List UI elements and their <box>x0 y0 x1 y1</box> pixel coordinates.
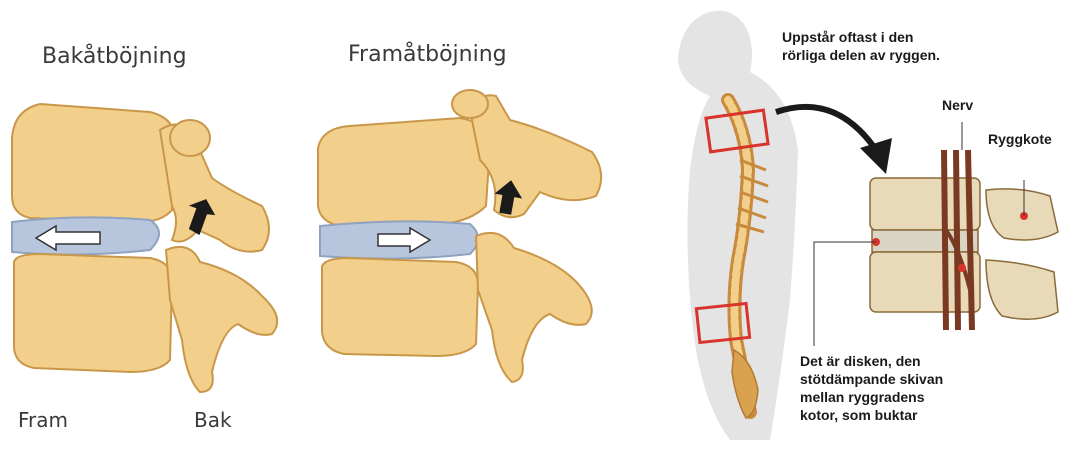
detail-disc <box>872 230 978 252</box>
flexion-extension-illustration: Bakåtböjning Framåtböjning Fram Bak <box>0 0 640 458</box>
segment-forward <box>318 90 601 382</box>
label-front: Fram <box>18 408 68 432</box>
upper-process <box>170 120 210 156</box>
caption-bottom-line3: mellan ryggradens <box>800 388 943 406</box>
vertebra-process-lower <box>986 260 1058 319</box>
upper-process <box>452 90 488 118</box>
label-vertebra: Ryggkote <box>988 130 1052 148</box>
caption-top-line2: rörliga delen av ryggen. <box>782 46 940 64</box>
title-forward-bending: Framåtböjning <box>348 42 507 67</box>
disc-herniation-illustration: Uppstår oftast i den rörliga delen av ry… <box>640 0 1066 458</box>
caption-bottom-line2: stötdämpande skivan <box>800 370 943 388</box>
upper-vertebra-body <box>318 118 490 226</box>
lower-facet <box>166 247 277 392</box>
caption-top: Uppstår oftast i den rörliga delen av ry… <box>782 28 940 64</box>
detail-upper-vertebra <box>870 178 980 230</box>
dot-nerve <box>958 264 966 272</box>
curved-arrow-head <box>860 138 892 174</box>
label-nerve: Nerv <box>942 96 973 114</box>
segment-backward <box>12 104 277 392</box>
upper-vertebra-body <box>12 104 175 222</box>
title-backward-bending: Bakåtböjning <box>42 44 187 69</box>
caption-bottom: Det är disken, den stötdämpande skivan m… <box>800 352 943 424</box>
upper-facet <box>470 95 601 217</box>
caption-bottom-line4: kotor, som buktar <box>800 406 943 424</box>
caption-top-line1: Uppstår oftast i den <box>782 28 940 46</box>
disc-detail <box>814 122 1058 346</box>
detail-lower-vertebra <box>870 252 980 312</box>
caption-bottom-line1: Det är disken, den <box>800 352 943 370</box>
lower-vertebra-body <box>322 258 478 356</box>
lower-vertebra-body <box>14 254 172 372</box>
label-back: Bak <box>194 408 232 432</box>
lower-facet <box>476 233 592 382</box>
